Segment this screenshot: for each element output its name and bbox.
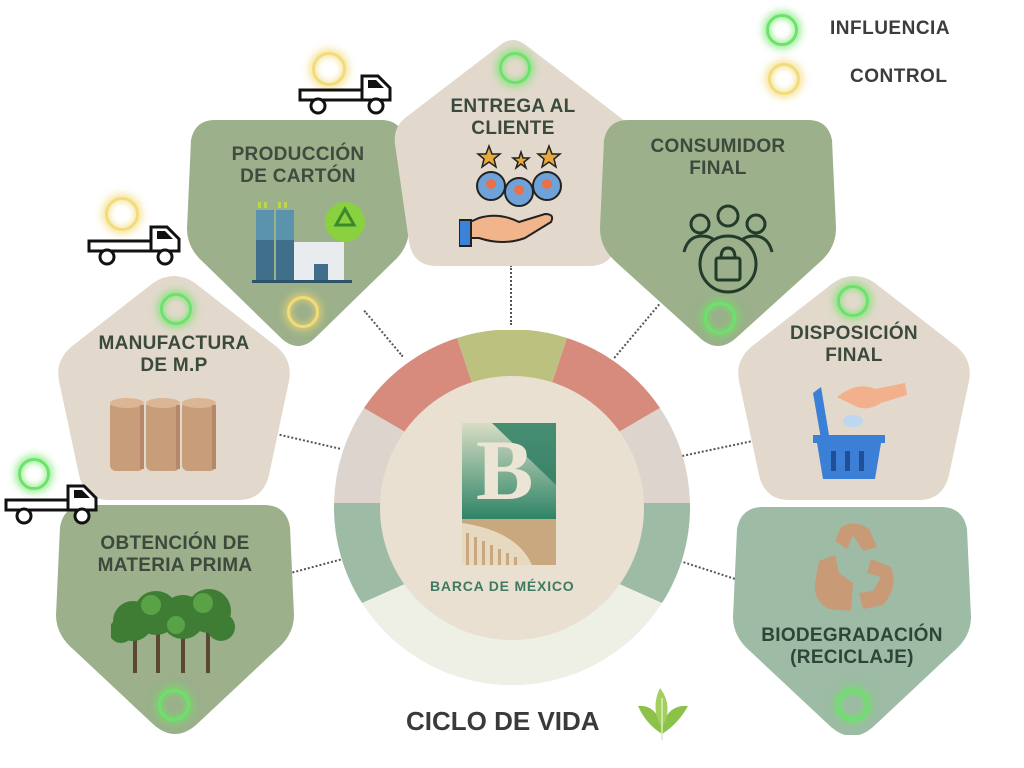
legend-control-marker: [768, 63, 800, 95]
connector-line: [510, 265, 512, 325]
consumers-bag-icon: [682, 204, 774, 294]
brand-logo: B: [462, 423, 556, 565]
wheel-segment-bottom: [362, 583, 662, 686]
control-indicator: [287, 296, 319, 328]
influence-indicator: [837, 285, 869, 317]
influence-indicator: [158, 689, 190, 721]
legend-influence-marker: [766, 14, 798, 46]
truck-icon: [4, 484, 98, 525]
influence-indicator: [499, 52, 531, 84]
wheel-segment-lower-right: [617, 503, 690, 603]
customer-rating-icon: [459, 143, 563, 247]
wheel-segment-top: [457, 330, 567, 383]
control-indicator: [312, 52, 346, 86]
wheel-segment-upper-right: [552, 338, 660, 433]
brand-name: BARCA DE MÉXICO: [430, 578, 575, 594]
wheel-segment-upper-left: [364, 338, 472, 433]
factory-recycle-icon: [252, 202, 365, 283]
influence-indicator: [837, 689, 869, 721]
legend-control-label: CONTROL: [850, 66, 948, 87]
wheel-segment-right: [617, 408, 690, 503]
wheel-segment-lower-left: [334, 503, 407, 603]
transport-step: [2, 454, 102, 526]
trash-bin-icon: [813, 383, 907, 479]
logo-letter: B: [476, 422, 534, 518]
leaf-icon: [638, 688, 688, 740]
stage-biodegradacion-reciclaje: BIODEGRADACIÓN(RECICLAJE): [733, 507, 971, 735]
logo-mark-icon: [462, 423, 556, 565]
stage-title: BIODEGRADACIÓN(RECICLAJE): [761, 625, 943, 668]
control-indicator: [105, 197, 139, 231]
legend-influence-label: INFLUENCIA: [830, 18, 951, 39]
influence-indicator: [704, 302, 736, 334]
transport-step: [296, 50, 396, 122]
transport-step: [85, 195, 185, 267]
diagram-title: CICLO DE VIDA: [406, 706, 600, 736]
trees-icon: [111, 589, 235, 673]
wheel-segment-left: [334, 408, 407, 503]
truck-icon: [87, 225, 181, 266]
influence-indicator: [18, 458, 50, 490]
influence-indicator: [160, 293, 192, 325]
truck-icon: [298, 74, 392, 115]
paper-rolls-icon: [110, 398, 216, 471]
recycle-icon: [814, 523, 894, 611]
